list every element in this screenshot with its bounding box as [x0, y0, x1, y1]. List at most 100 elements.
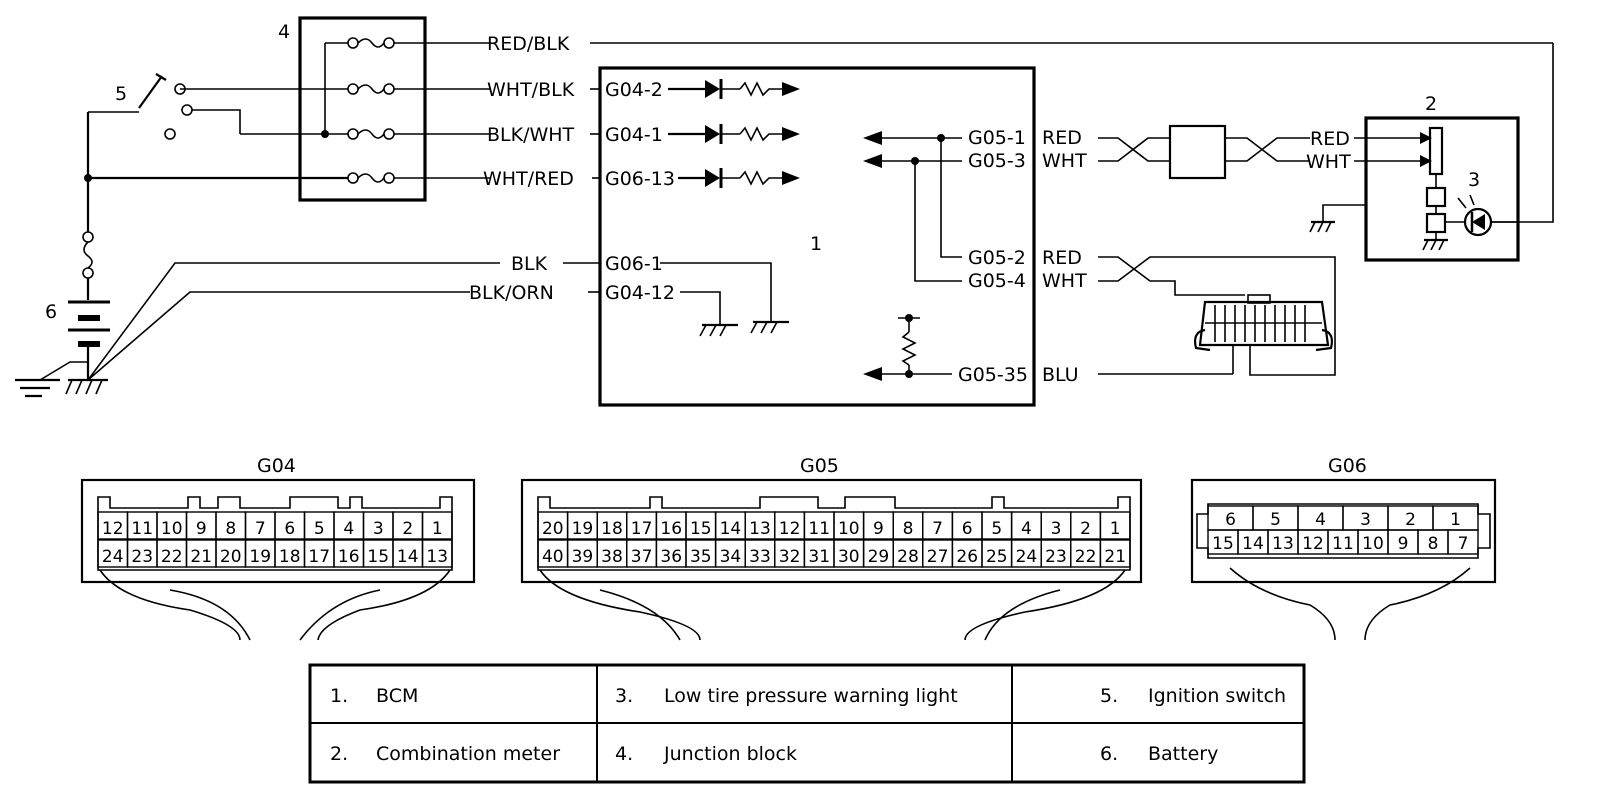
g05-pin-bottom-36: 36 [660, 547, 682, 567]
wire-label-meter-red: RED [1310, 128, 1350, 150]
g04-pin-top-12: 12 [102, 519, 124, 539]
g05-pin-top-8: 8 [903, 519, 914, 539]
legend-label-4: Junction block [663, 743, 797, 765]
g04-pin-bottom-14: 14 [397, 547, 419, 567]
g06-pin-top-3: 3 [1360, 510, 1371, 530]
g05-pin-bottom-35: 35 [690, 547, 712, 567]
bcm-ground-icon-2 [750, 320, 789, 334]
combination-meter [1364, 116, 1520, 262]
legend-label-3: Low tire pressure warning light [664, 685, 958, 707]
g04-pin-bottom-18: 18 [279, 547, 301, 567]
g04-pin-top-5: 5 [314, 519, 325, 539]
body-ground-icon [15, 361, 88, 398]
g05-pin-bottom-24: 24 [1016, 547, 1038, 567]
g05-pin-top-12: 12 [779, 519, 801, 539]
fuse-row-3 [240, 128, 490, 140]
legend-label-2: Combination meter [376, 743, 560, 765]
g06-pin-bottom-14: 14 [1242, 534, 1264, 554]
g05-pin-top-4: 4 [1021, 519, 1032, 539]
g05-pin-cell [1099, 539, 1131, 568]
pullup-resistor [863, 314, 952, 381]
g04-pin-bottom-17: 17 [308, 547, 330, 567]
bcm-ground-icon-1 [699, 323, 738, 337]
bcm-number: 1 [810, 233, 822, 255]
g04-pin-bottom-16: 16 [338, 547, 360, 567]
g04-pin-top-9: 9 [196, 519, 207, 539]
g06-pin-bottom-10: 10 [1362, 534, 1384, 554]
g06-pin-top-4: 4 [1315, 510, 1326, 530]
g05-pin-top-9: 9 [873, 519, 884, 539]
input-circuit-1 [668, 79, 800, 99]
g06-pin-top-1: 1 [1450, 510, 1461, 530]
g06-pin-top-5: 5 [1270, 510, 1281, 530]
legend-num-6: 6. [1100, 743, 1118, 765]
g04-pin-top-10: 10 [161, 519, 183, 539]
terminal-g05-1: G05-1 [968, 127, 1026, 149]
meter-ground-icon [1422, 238, 1448, 251]
g04-pin-bottom-13: 13 [426, 547, 448, 567]
g06-pin-bottom-9: 9 [1398, 534, 1409, 554]
g05-pin-bottom-26: 26 [956, 547, 978, 567]
fuse-row-1 [325, 37, 490, 49]
g05-pin-top-7: 7 [932, 519, 943, 539]
wire-label-meter-wht: WHT [1306, 151, 1351, 173]
g05-pin-top-2: 2 [1080, 519, 1091, 539]
g06-pin-bottom-11: 11 [1332, 534, 1354, 554]
wire-label-blk-orn: BLK/ORN [469, 282, 554, 304]
legend-num-1: 1. [330, 685, 348, 707]
g04-pin-bottom-19: 19 [249, 547, 271, 567]
g06-pin-cell [1447, 529, 1479, 555]
bcm-box [598, 66, 1036, 407]
terminal-g04-1: G04-1 [605, 124, 663, 146]
g05-pin-bottom-29: 29 [868, 547, 890, 567]
wire-label-g05-3-wht: WHT [1042, 150, 1087, 172]
g05-pin-bottom-38: 38 [601, 547, 623, 567]
terminal-g06-1: G06-1 [605, 253, 663, 275]
chassis-ground-icon [65, 378, 108, 395]
g04-pin-cell [421, 539, 453, 568]
legend-label-6: Battery [1148, 743, 1218, 765]
g04-pin-bottom-21: 21 [190, 547, 212, 567]
junction-block-number: 4 [278, 21, 290, 43]
twisted-pair-lower [1098, 256, 1336, 376]
g05-pin-cell [1099, 511, 1131, 540]
legend-label-1: BCM [376, 685, 418, 707]
terminal-g05-2: G05-2 [968, 247, 1026, 269]
g05-pin-bottom-21: 21 [1104, 547, 1126, 567]
g05-pin-bottom-28: 28 [897, 547, 919, 567]
battery-number: 6 [45, 301, 57, 323]
g05-pin-top-11: 11 [808, 519, 830, 539]
g04-pin-bottom-20: 20 [220, 547, 242, 567]
meter-body-ground-icon [1309, 220, 1335, 233]
g05-pin-bottom-34: 34 [720, 547, 742, 567]
g04-pin-top-3: 3 [373, 519, 384, 539]
terminal-g04-12: G04-12 [605, 282, 675, 304]
g04-pin-bottom-23: 23 [131, 547, 153, 567]
legend-label-5: Ignition switch [1148, 685, 1286, 707]
g06-pin-bottom-12: 12 [1302, 534, 1324, 554]
data-link-connector [1193, 294, 1334, 352]
wire-label-g05-2-red: RED [1042, 247, 1082, 269]
legend-num-5: 5. [1100, 685, 1118, 707]
fusible-link [82, 231, 94, 300]
g04-pin-top-6: 6 [284, 519, 295, 539]
g06-pin-top-2: 2 [1405, 510, 1416, 530]
battery [68, 300, 110, 380]
legend-table [308, 663, 1306, 784]
g05-pin-bottom-27: 27 [927, 547, 949, 567]
g05-pin-top-15: 15 [690, 519, 712, 539]
legend-num-2: 2. [330, 743, 348, 765]
g04-pin-top-7: 7 [255, 519, 266, 539]
g06-pin-bottom-15: 15 [1212, 534, 1234, 554]
g05-pin-bottom-23: 23 [1045, 547, 1067, 567]
connector-g04-name: G04 [257, 455, 296, 477]
wire-label-blk-wht: BLK/WHT [487, 124, 575, 146]
g04-pin-top-4: 4 [343, 519, 354, 539]
g05-pin-top-17: 17 [631, 519, 653, 539]
g04-pin-bottom-15: 15 [367, 547, 389, 567]
terminal-g05-4: G05-4 [968, 270, 1026, 292]
g05-pin-top-16: 16 [660, 519, 682, 539]
